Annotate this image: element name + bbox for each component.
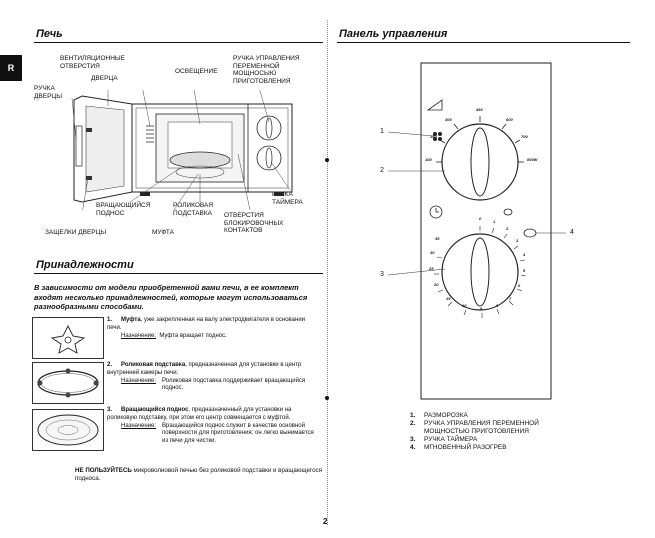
- label-door: ДВЕРЦА: [91, 75, 118, 82]
- accessory-item-2: 2.Роликовая подставка, предназначенная д…: [107, 362, 306, 392]
- language-tab: R: [0, 55, 22, 81]
- timer-mark-3: 3: [516, 238, 519, 243]
- timer-mark-0: 0: [479, 216, 482, 221]
- coupler-image: [32, 317, 104, 359]
- control-panel-drawing: [387, 62, 566, 400]
- timer-mark-5: 5: [523, 268, 526, 273]
- power-mark-800w: 800W: [527, 157, 538, 162]
- power-mark-450: 450: [476, 107, 483, 112]
- legend-item-3: 3.РУЧКА ТАЙМЕРА: [410, 436, 478, 443]
- oven-title: Печь: [36, 28, 63, 40]
- legend-item-1: 1.РАЗМОРОЗКА: [410, 412, 468, 419]
- divider-dot-1: [325, 158, 329, 162]
- oven-illustration: [71, 90, 293, 210]
- label-light: ОСВЕЩЕНИЕ: [175, 68, 218, 75]
- page-number: 2: [323, 517, 328, 526]
- power-mark-300: 300: [445, 117, 452, 122]
- power-mark-700: 700: [521, 134, 528, 139]
- timer-mark-8: 8: [496, 303, 499, 308]
- accessory-item-1: 1.Муфта, уже закрепленная на валу электр…: [107, 317, 306, 339]
- label-latches: ЗАЩЕЛКИ ДВЕРЦЫ: [45, 229, 107, 236]
- warning-note: НЕ ПОЛЬЗУЙТЕСЬ микроволновой печью без р…: [75, 467, 322, 482]
- timer-mark-20: 20: [434, 282, 439, 287]
- legend-item-2: 2.РУЧКА УПРАВЛЕНИЯ ПЕРЕМЕННОЙ: [410, 420, 539, 427]
- divider-dot-2: [325, 396, 329, 400]
- timer-mark-25: 25: [429, 266, 434, 271]
- label-coupler: МУФТА: [152, 229, 174, 236]
- timer-mark-10: 10: [462, 303, 467, 308]
- column-divider: [327, 20, 328, 525]
- accessories-title-rule: [34, 273, 323, 274]
- panel-title: Панель управления: [339, 28, 448, 40]
- callout-2: 2: [380, 167, 384, 174]
- tray-image: [32, 409, 104, 451]
- oven-title-rule: [34, 42, 323, 43]
- accessories-intro: В зависимости от модели приобретенной ва…: [34, 283, 308, 311]
- panel-title-rule: [337, 42, 630, 43]
- callout-4: 4: [570, 229, 574, 236]
- legend-item-4: 4.МГНОВЕННЫЙ РАЗОГРЕВ: [410, 444, 507, 451]
- timer-mark-1: 1: [493, 219, 496, 224]
- timer-mark-4: 4: [523, 252, 526, 257]
- accessory-item-3: 3.Вращающийся поднос, предназначенный дл…: [107, 407, 314, 445]
- legend-item-2-cont: МОЩНОСТЬЮ ПРИГОТОВЛЕНИЯ: [424, 428, 529, 435]
- power-mark-600: 600: [506, 117, 513, 122]
- panel-legend: 1.РАЗМОРОЗКА 2.РУЧКА УПРАВЛЕНИЯ ПЕРЕМЕНН…: [410, 412, 539, 452]
- timer-mark-35: 35: [435, 236, 440, 241]
- timer-mark-30: 30: [430, 250, 435, 255]
- timer-mark-6: 6: [518, 283, 521, 288]
- callout-1: 1: [380, 128, 384, 135]
- timer-mark-9: 9: [480, 306, 483, 311]
- power-mark-100: 100: [425, 157, 432, 162]
- callout-3: 3: [380, 271, 384, 278]
- roller-ring-image: [32, 362, 104, 404]
- accessories-title: Принадлежности: [36, 259, 134, 271]
- power-mark-180: 180: [430, 134, 437, 139]
- timer-mark-15: 15: [446, 296, 451, 301]
- timer-mark-2: 2: [506, 226, 509, 231]
- timer-mark-7: 7: [509, 296, 512, 301]
